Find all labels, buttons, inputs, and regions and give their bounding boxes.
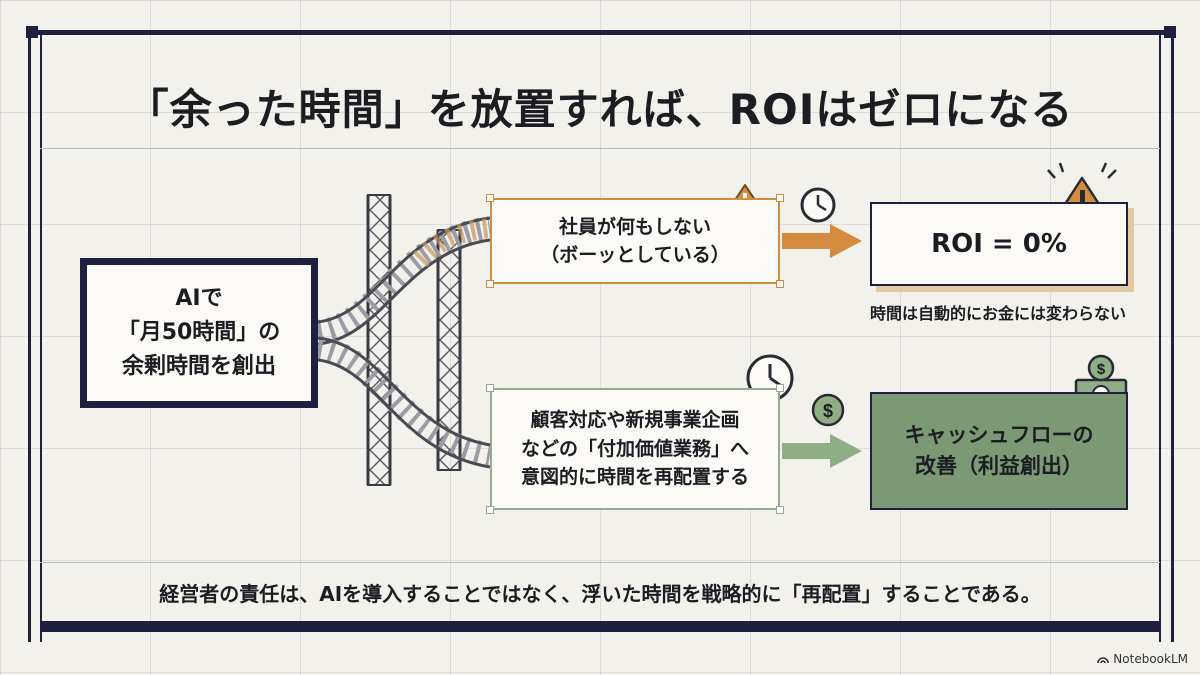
svg-text:$: $ <box>823 401 833 421</box>
source-line: AIで <box>175 285 223 311</box>
conclusion-text: 経営者の責任は、AIを導入することではなく、浮いた時間を戦略的に「再配置」するこ… <box>159 581 1041 606</box>
idle-task-line: （ボーッとしている） <box>540 244 730 266</box>
idle-task-line: 社員が何もしない <box>558 215 711 238</box>
reallocation-task-line: 意図的に時間を再配置する <box>520 466 749 489</box>
page-title: 「余った時間」を放置すれば、ROIはゼロになる <box>126 85 1074 134</box>
source-line: 余剰時間を創出 <box>121 354 276 380</box>
selection-handle <box>776 384 784 392</box>
conclusion-bar <box>40 621 1160 632</box>
source-box: AIで 「月50時間」の 余剰時間を創出 <box>80 258 318 408</box>
frame-top-line <box>28 30 1174 35</box>
frame-left-inner-line <box>40 30 42 642</box>
frame-right-inner-line <box>1159 30 1161 642</box>
selection-handle <box>486 280 494 288</box>
brand-label: NotebookLM <box>1113 652 1188 666</box>
frame-right-line <box>1171 30 1174 642</box>
track-upper <box>315 216 492 346</box>
arrow-right-icon <box>782 224 862 258</box>
conclusion-divider <box>40 562 1160 563</box>
selection-handle <box>486 194 494 202</box>
frame-corner <box>26 26 38 38</box>
cashflow-line: 改善（利益創出） <box>915 454 1083 478</box>
selection-handle <box>486 506 494 514</box>
clock-icon <box>800 187 836 223</box>
arrow-right-icon <box>782 434 862 468</box>
brand-watermark: NotebookLM <box>1097 652 1188 666</box>
reallocation-task-line: などの「付加価値業務」へ <box>520 437 749 460</box>
frame-corner <box>1164 26 1176 38</box>
title-divider <box>40 148 1160 149</box>
reallocation-task-box: 顧客対応や新規事業企画 などの「付加価値業務」へ 意図的に時間を再配置する <box>490 388 780 510</box>
selection-handle <box>776 280 784 288</box>
reallocation-task-line: 顧客対応や新規事業企画 <box>530 409 740 432</box>
roi-result-box: ROI = 0% <box>870 202 1128 286</box>
source-line: 「月50時間」の <box>117 319 281 345</box>
selection-handle <box>776 194 784 202</box>
truss-tower-left <box>366 194 392 486</box>
idle-task-box: 社員が何もしない （ボーッとしている） <box>490 198 780 284</box>
notebooklm-logo-icon <box>1097 657 1110 664</box>
frame-left-line <box>28 30 31 642</box>
selection-handle <box>776 506 784 514</box>
track-lower <box>315 336 493 469</box>
roi-note: 時間は自動的にお金には変わらない <box>869 304 1126 323</box>
cashflow-result-box: キャッシュフローの 改善（利益創出） <box>870 392 1128 510</box>
selection-handle <box>486 384 494 392</box>
dollar-coin-icon: $ <box>811 393 845 427</box>
svg-text:$: $ <box>1097 361 1106 378</box>
cashflow-line: キャッシュフローの <box>904 422 1094 447</box>
